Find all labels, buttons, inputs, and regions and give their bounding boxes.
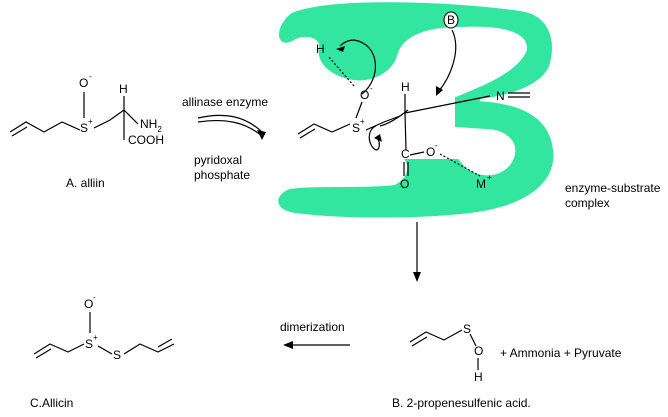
- enzyme-small-patch: [338, 43, 358, 62]
- pyridoxal-label-line2: phosphate: [194, 168, 250, 182]
- complex-alpha-h: H: [401, 80, 410, 94]
- sulfenic-s-atom: S: [463, 322, 471, 336]
- allicin-o-atom: O: [84, 297, 93, 311]
- allicin-s1-atom: S: [85, 337, 93, 351]
- enzyme-shape: [278, 2, 554, 218]
- dimerization-label: dimerization: [280, 320, 345, 334]
- complex-metal-charge: +: [487, 173, 492, 182]
- complex-metal-ion: M: [476, 177, 486, 191]
- complex-base-b: B: [447, 13, 455, 27]
- complex-o-atom: O: [360, 88, 369, 102]
- sulfenic-acid-molecule: S O H: [409, 322, 483, 384]
- alliin-h-atom: H: [119, 82, 128, 96]
- complex-h-atom: H: [316, 42, 325, 56]
- allicin-o-charge: -: [93, 293, 96, 302]
- complex-molecule: S + O - H H N C O O - M + B: [297, 11, 530, 191]
- dimerization-arrow: [283, 341, 350, 349]
- complex-carboxyl-c: C: [401, 147, 410, 161]
- allinase-label: allinase enzyme: [182, 95, 268, 109]
- alliin-s-charge: +: [88, 117, 93, 126]
- enzyme-blob: [278, 2, 554, 218]
- alliin-o-charge: -: [89, 72, 92, 81]
- complex-carbonyl-o: O: [400, 177, 409, 191]
- sulfenic-h-atom: H: [474, 370, 483, 384]
- allicin-s1-charge: +: [93, 333, 98, 342]
- down-arrow: [413, 222, 421, 282]
- byproducts-label: + Ammonia + Pyruvate: [500, 346, 622, 360]
- complex-carboxylate-charge: -: [435, 141, 438, 150]
- complex-s-charge: +: [360, 117, 365, 126]
- allinase-arrow: [197, 114, 266, 140]
- sulfenic-acid-label: B. 2-propenesulfenic acid.: [392, 396, 531, 410]
- complex-o-charge: -: [370, 84, 373, 93]
- alliin-cooh-group: COOH: [128, 133, 164, 147]
- allicin-molecule: S + O - S: [33, 293, 175, 362]
- pyridoxal-label-line1: pyridoxal: [194, 153, 242, 167]
- complex-label-line2: complex: [565, 196, 610, 210]
- alliin-label: A. alliin: [66, 176, 105, 190]
- complex-n-atom: N: [496, 89, 505, 103]
- alliin-o-atom: O: [79, 76, 88, 90]
- complex-s-atom: S: [352, 121, 360, 135]
- alliin-molecule: S + O - H NH2 COOH: [9, 72, 164, 147]
- sulfenic-o-atom: O: [474, 344, 483, 358]
- allicin-label: C.Allicin: [30, 396, 73, 410]
- complex-carboxylate-o: O: [426, 145, 435, 159]
- allicin-s2-atom: S: [113, 348, 121, 362]
- complex-label-line1: enzyme-substrate: [565, 181, 661, 195]
- alliin-s-atom: S: [80, 121, 88, 135]
- alliin-nh2-group: NH2: [140, 117, 162, 134]
